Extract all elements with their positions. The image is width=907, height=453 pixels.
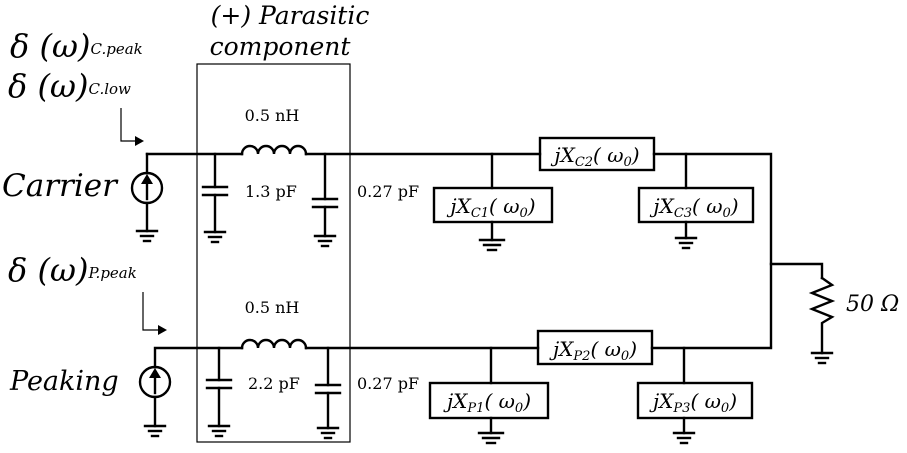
xp2-label: jXP2( ω0) — [549, 337, 637, 364]
xp1-label: jXP1( ω0) — [443, 389, 531, 416]
carrier-cap-left — [201, 152, 229, 244]
delta-p-peak: δ (ω)P.peak — [8, 251, 137, 289]
load-resistor — [769, 262, 836, 365]
peaking-inductor — [240, 338, 308, 350]
carrier-arrow — [120, 108, 135, 142]
delta-c-low: δ (ω)C.low — [8, 67, 131, 105]
parasitic-title-1: (+) Parasitic — [211, 1, 370, 30]
carrier-inductor-value: 0.5 nH — [245, 106, 300, 125]
xc1-label: jXC1( ω0) — [446, 194, 535, 221]
carrier-cap-right — [311, 152, 339, 248]
xp3-label: jXP3( ω0) — [649, 389, 737, 416]
parasitic-title-2: component — [210, 32, 352, 61]
peaking-arrow-head — [158, 325, 167, 335]
ground-icon — [477, 416, 505, 445]
peaking-cap-left-value: 2.2 pF — [248, 374, 300, 393]
parasitic-box — [196, 63, 351, 443]
resistor-icon — [808, 276, 836, 355]
ground-icon — [674, 220, 698, 250]
carrier-source-arrow — [141, 174, 153, 184]
xc3-label: jXC3( ω0) — [649, 194, 738, 221]
peaking-cap-left — [205, 346, 233, 438]
carrier-cap-left-value: 1.3 pF — [245, 182, 297, 201]
peaking-source-arrow — [149, 368, 161, 378]
xc2-label: jXC2( ω0) — [550, 143, 639, 170]
peaking-label: Peaking — [9, 366, 119, 397]
xp1-box — [428, 381, 550, 420]
delta-c-peak: δ (ω)C.peak — [10, 27, 143, 65]
ground-icon — [478, 220, 506, 252]
ground-icon — [135, 229, 159, 243]
ground-icon — [143, 424, 167, 438]
xp3-box — [636, 381, 754, 420]
carrier-branch: δ (ω)C.peak δ (ω)C.low Carrier 0.5 nH — [2, 27, 773, 348]
load-label: 50 Ω — [846, 292, 899, 317]
peaking-cap-right — [314, 346, 342, 440]
peaking-inductor-value: 0.5 nH — [245, 298, 300, 317]
carrier-label: Carrier — [2, 168, 119, 204]
carrier-cap-right-value: 0.27 pF — [357, 182, 419, 201]
peaking-arrow — [142, 292, 158, 331]
carrier-arrow-head — [135, 136, 144, 146]
peaking-cap-right-value: 0.27 pF — [357, 374, 419, 393]
peaking-branch: δ (ω)P.peak Peaking 0.5 nH 2.2 pF — [8, 251, 773, 445]
xc3-box — [637, 186, 755, 224]
carrier-inductor — [240, 144, 308, 156]
ground-icon — [672, 416, 696, 445]
